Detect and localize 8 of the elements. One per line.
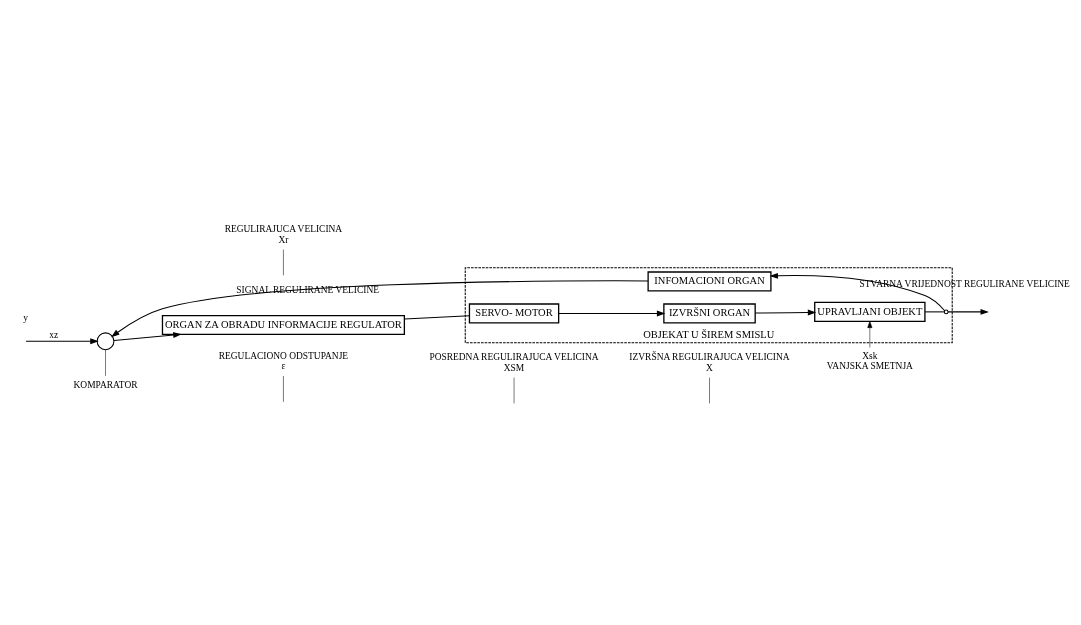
node-text: IZVRŠNA REGULIRAJUCA VELICINA X xyxy=(629,352,790,373)
node-text: POSREDNA REGULIRAJUCA VELICINA XSM xyxy=(429,352,599,373)
label: y xyxy=(23,313,28,324)
node-text: REGULACIONO ODSTUPANJE ε xyxy=(218,350,349,372)
node-text: REGULIRAJUCA VELICINA Xr xyxy=(224,224,343,245)
edge-label: xz xyxy=(49,330,59,341)
node-text: KOMPARATOR xyxy=(73,379,138,390)
node-text: Xsk VANJSKA SMETNJA xyxy=(826,350,913,372)
